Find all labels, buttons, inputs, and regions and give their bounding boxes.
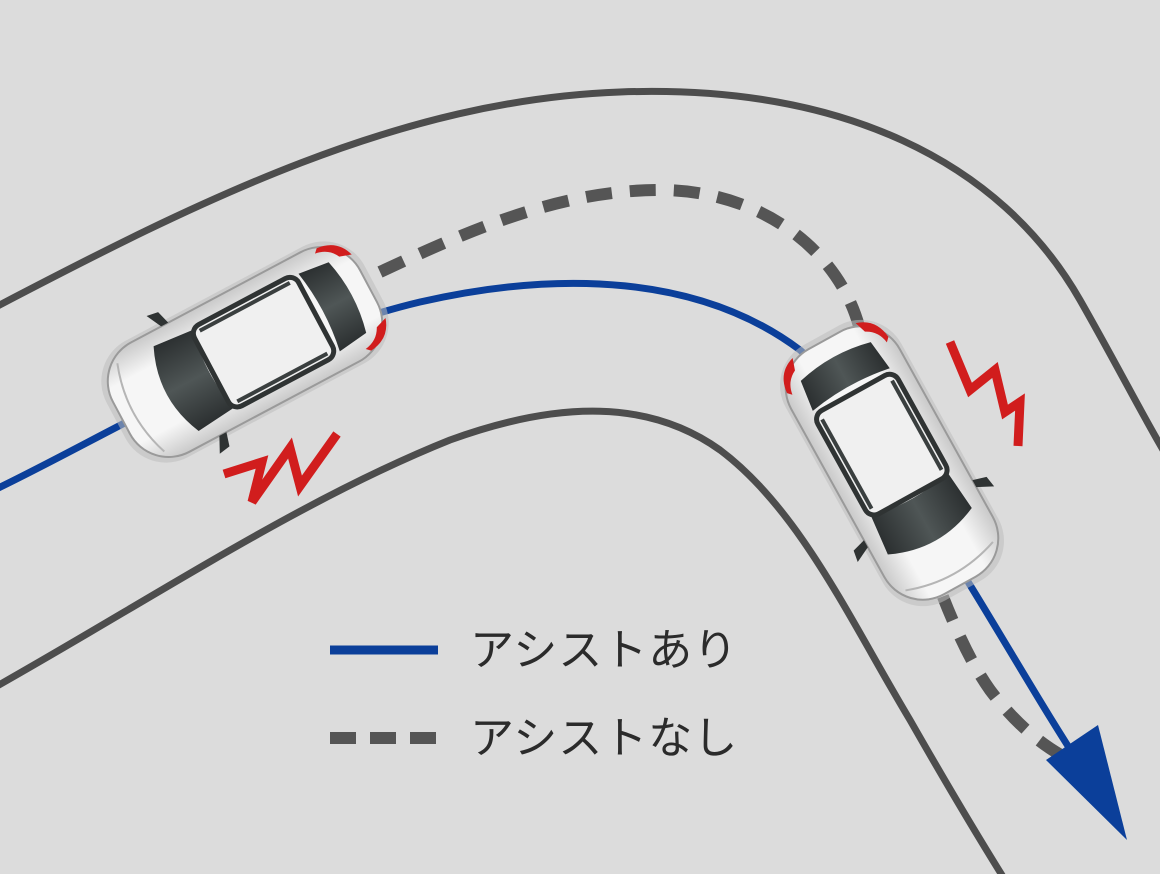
vibration-zigzag-left-icon xyxy=(222,431,341,505)
legend: アシストあり アシストなし xyxy=(330,625,738,764)
car-left xyxy=(79,215,410,490)
road-outer-edge xyxy=(0,87,1160,452)
assist-path-arrowhead xyxy=(1046,725,1127,840)
vibration-zigzag-right-icon xyxy=(945,340,1025,447)
no-assist-path xyxy=(377,183,1073,766)
road-inner-edge xyxy=(0,407,1006,874)
legend-no-assist-label: アシストなし xyxy=(470,713,738,764)
legend-assist-label: アシストあり xyxy=(470,625,738,676)
